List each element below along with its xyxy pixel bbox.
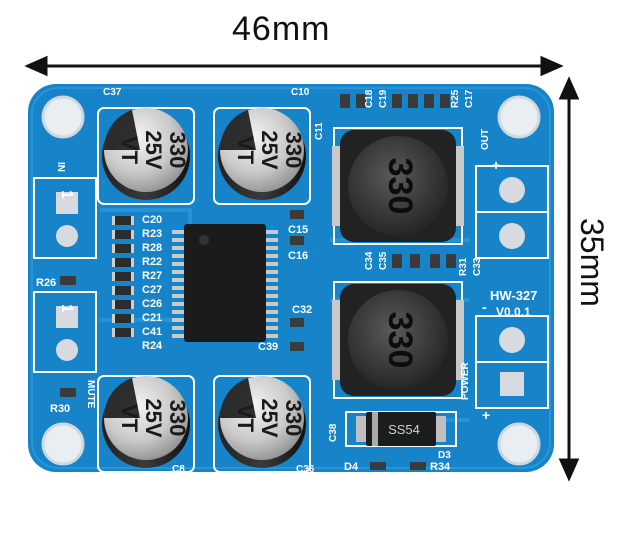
r31-label: R31 xyxy=(458,257,469,276)
c32-label: C32 xyxy=(292,304,312,316)
smd-components xyxy=(60,94,456,470)
mute-label: MUTE xyxy=(85,380,96,409)
c17-label: C17 xyxy=(464,89,475,108)
mute-terminal xyxy=(33,291,97,373)
input-terminal xyxy=(33,177,97,259)
c10-label: C10 xyxy=(291,87,310,98)
electrolytic-capacitor: 33025VVT xyxy=(97,107,195,205)
r26-label: R26 xyxy=(36,277,56,289)
capacitor-marking: 33025VVT xyxy=(233,398,306,437)
out-label: OUT xyxy=(480,129,491,150)
r27-label: R27 xyxy=(142,270,162,282)
in-label: IN xyxy=(55,162,66,172)
smd-resistor-array xyxy=(112,216,134,337)
schottky-diode xyxy=(345,411,457,447)
electrolytic-capacitor: 33025VVT xyxy=(97,375,195,473)
c21-label: C21 xyxy=(142,312,162,324)
width-dimension-label: 46mm xyxy=(232,10,331,48)
height-dimension-label: 35mm xyxy=(574,218,610,307)
out-minus-label: - xyxy=(492,249,497,265)
d4-label: D4 xyxy=(344,461,359,473)
electrolytic-capacitor: 33025VVT xyxy=(213,107,311,205)
board-version-label: V0.0.1 xyxy=(496,305,531,319)
c19-label: C19 xyxy=(378,89,389,108)
capacitor-marking: 33025VVT xyxy=(117,398,190,437)
width-dimension-arrow xyxy=(24,55,564,77)
power-terminal xyxy=(475,315,549,409)
r22-label: R22 xyxy=(142,256,162,268)
c37-label: C37 xyxy=(103,87,122,98)
mute-pin1-label: 1 xyxy=(58,304,75,313)
r24-label: R24 xyxy=(142,340,163,352)
r34-label: R34 xyxy=(430,461,451,473)
amplifier-ic-chip xyxy=(172,224,278,342)
c18-label: C18 xyxy=(364,89,375,108)
power-inductor: 330 xyxy=(332,281,464,399)
c11-label: C11 xyxy=(314,122,325,140)
c26-label: C26 xyxy=(142,298,162,310)
mounting-holes xyxy=(41,95,541,466)
output-terminal xyxy=(475,165,549,259)
c16-label: C16 xyxy=(288,250,308,262)
c38-label: C38 xyxy=(328,423,339,442)
capacitor-marking: 33025VVT xyxy=(233,130,306,169)
c20-label: C20 xyxy=(142,214,162,226)
out-plus-label: + xyxy=(492,157,500,173)
c39-label: C39 xyxy=(258,341,278,353)
inductor-marking: 330 xyxy=(381,312,419,369)
c34-label: C34 xyxy=(364,251,375,270)
power-label: POWER xyxy=(460,361,471,400)
r30-label: R30 xyxy=(50,403,70,415)
c35-label: C35 xyxy=(378,251,389,270)
r25-label: R25 xyxy=(450,89,461,108)
c41-label: C41 xyxy=(142,326,162,338)
c33-label: C33 xyxy=(472,257,483,276)
in-pin1-label: 1 xyxy=(58,190,75,199)
capacitor-marking: 33025VVT xyxy=(117,130,190,169)
board-model-label: HW-327 xyxy=(490,288,537,303)
c15-label: C15 xyxy=(288,224,308,236)
height-dimension-arrow xyxy=(558,76,580,482)
c8-label: C8 xyxy=(172,464,185,475)
power-inductor: 330 xyxy=(332,127,464,245)
diode-marking: SS54 xyxy=(388,422,420,437)
r23-label: R23 xyxy=(142,228,162,240)
power-plus-label: + xyxy=(482,407,490,423)
c27-label: C27 xyxy=(142,284,162,296)
r28-label: R28 xyxy=(142,242,162,254)
power-minus-label: - xyxy=(482,299,487,315)
c36-label: C36 xyxy=(296,464,315,475)
electrolytic-capacitor: 33025VVT xyxy=(213,375,311,473)
inductor-marking: 330 xyxy=(381,158,419,215)
d3-label: D3 xyxy=(438,450,451,461)
